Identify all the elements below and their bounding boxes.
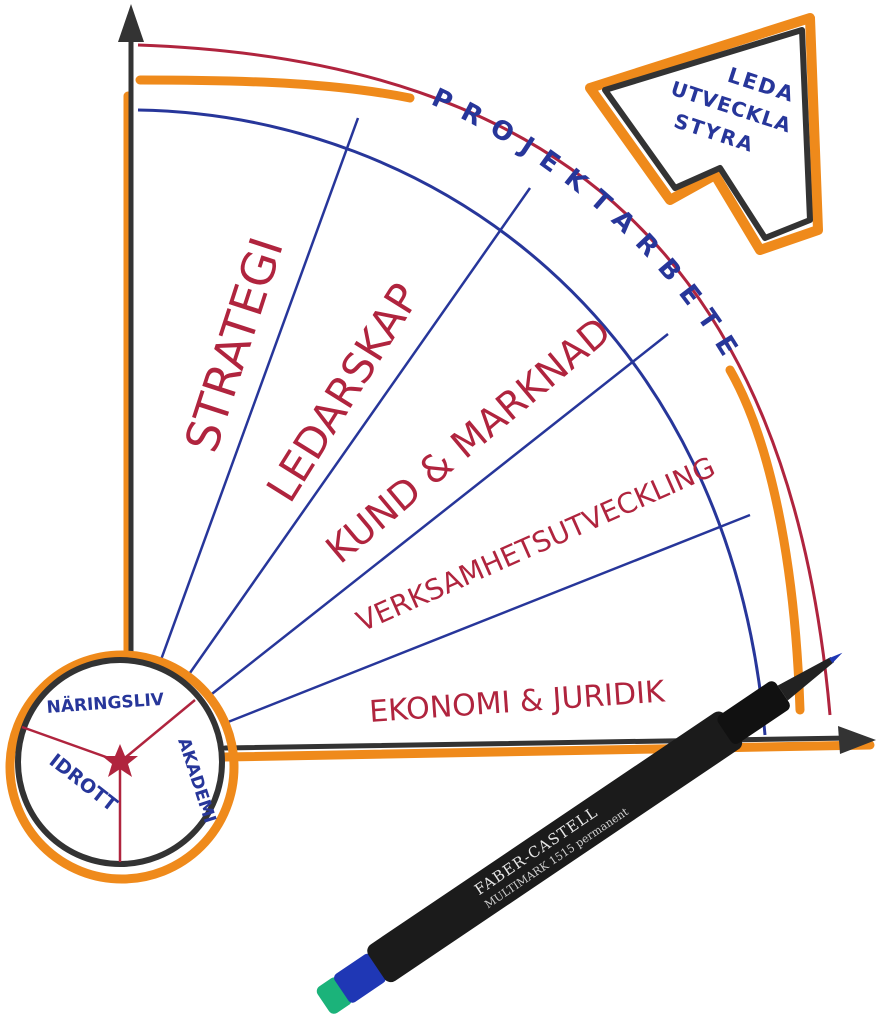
band-orange-arc-right — [725, 365, 805, 715]
pen-nib — [829, 652, 843, 664]
hub: NÄRINGSLIV AKADEMI IDROTT — [5, 650, 239, 884]
divider-line — [183, 187, 532, 681]
band-inner-arc — [137, 108, 767, 736]
direction-arrow-shape — [602, 27, 813, 241]
pen-end-cap-blue — [334, 953, 386, 1003]
segment-label-ekonomi-juridik: EKONOMI & JURIDIK — [368, 674, 667, 730]
band-orange-arc-top — [135, 75, 415, 103]
pen-tip — [777, 656, 835, 701]
axis-right-arrowhead — [838, 726, 876, 754]
pen-body — [367, 711, 743, 983]
hub-sector-line — [119, 699, 196, 763]
pen-grip — [717, 681, 790, 744]
horizontal-axis — [220, 726, 876, 762]
axis-up-arrowhead — [118, 4, 144, 42]
hub-star-icon — [102, 744, 138, 777]
divider-line — [156, 117, 360, 669]
direction-arrow: LEDA UTVECKLA STYRA — [585, 13, 823, 255]
segment-dividers — [156, 117, 751, 724]
divider-line — [207, 333, 669, 698]
band-outer-arc — [137, 43, 832, 716]
divider-line — [227, 513, 751, 724]
vertical-axis — [118, 4, 144, 685]
